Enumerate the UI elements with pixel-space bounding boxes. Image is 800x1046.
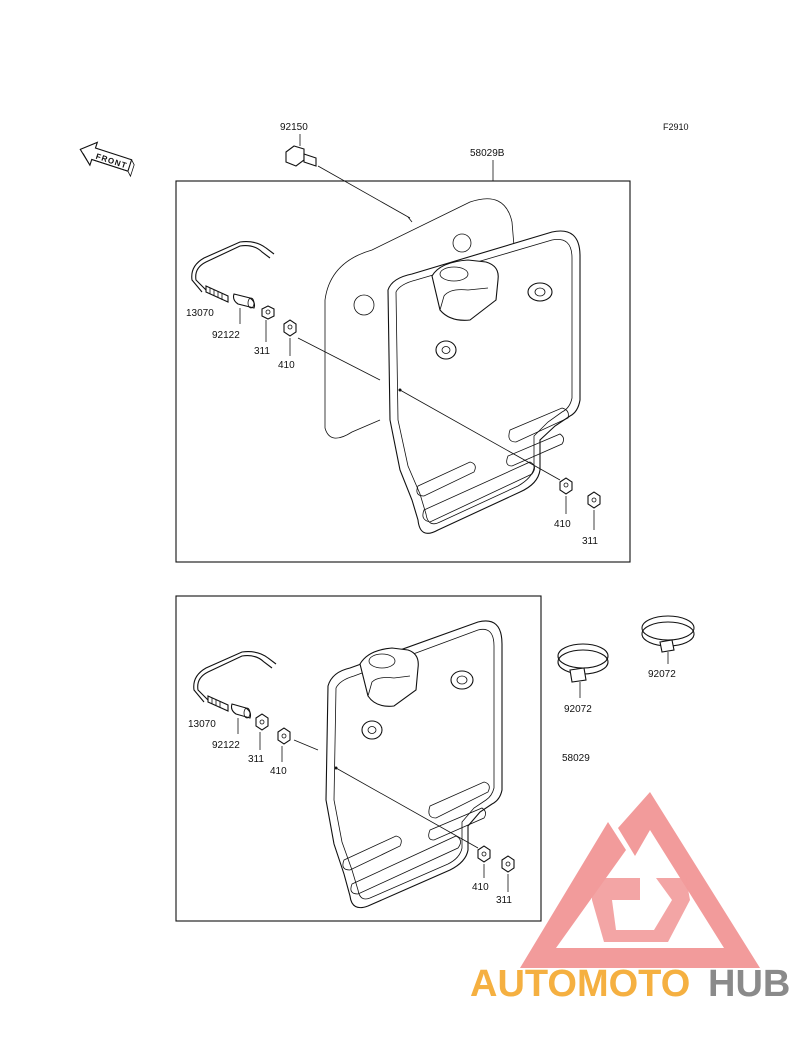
logo-text-gray: HUB (708, 963, 790, 1005)
washer-410-bottom-b (477, 845, 491, 863)
back-plate (324, 198, 515, 439)
logo-text-orange: AUTOMOTO (470, 963, 690, 1005)
label-washer-410-top-a: 410 (278, 360, 295, 371)
top-assembly-frame (175, 180, 631, 563)
assembly-number-bottom: 58029 (562, 753, 590, 764)
label-bolt-92150: 92150 (280, 122, 308, 133)
nut-311-bottom-b (501, 855, 515, 873)
main-bracket-top (387, 230, 581, 534)
label-spacer-92122-bottom: 92122 (212, 740, 240, 751)
spacer-92122-bottom (230, 703, 252, 719)
bolt-92150 (285, 145, 317, 167)
label-hook-13070-top: 13070 (186, 308, 214, 319)
spacer-92122-top (232, 293, 256, 309)
label-washer-410-top-b: 410 (554, 519, 571, 530)
assembly-number-top: 58029B (470, 148, 505, 159)
label-band-92072-right: 92072 (648, 669, 676, 680)
washer-410-top-b (559, 477, 573, 495)
hook-13070-bottom (193, 651, 277, 712)
band-92072-left (557, 643, 609, 683)
bottom-assembly-frame (175, 595, 542, 922)
label-nut-311-bottom-b: 311 (496, 895, 512, 906)
label-nut-311-top-b: 311 (582, 536, 598, 547)
reference-code: F2910 (663, 122, 689, 132)
band-92072-right (641, 615, 695, 653)
nut-311-top-b (587, 491, 601, 509)
hook-13070-top (191, 241, 275, 303)
label-washer-410-bottom-a: 410 (270, 766, 287, 777)
nut-311-bottom-a (255, 713, 269, 731)
label-nut-311-top-a: 311 (254, 346, 270, 357)
label-band-92072-left: 92072 (564, 704, 592, 715)
front-arrow-icon: FRONT (79, 141, 135, 178)
top-assembly: 58029B 92150 (175, 122, 631, 563)
label-hook-13070-bottom: 13070 (188, 719, 216, 730)
label-washer-410-bottom-b: 410 (472, 882, 489, 893)
automotohub-logo (520, 792, 760, 968)
washer-410-bottom-a (277, 727, 291, 745)
bottom-assembly: 13070 92122 311 410 410 (175, 595, 542, 922)
washer-410-top-a (283, 319, 297, 337)
main-bracket-bottom (325, 620, 503, 909)
label-nut-311-bottom-a: 311 (248, 754, 264, 765)
label-spacer-92122-top: 92122 (212, 330, 240, 341)
nut-311-top-a (261, 305, 275, 320)
